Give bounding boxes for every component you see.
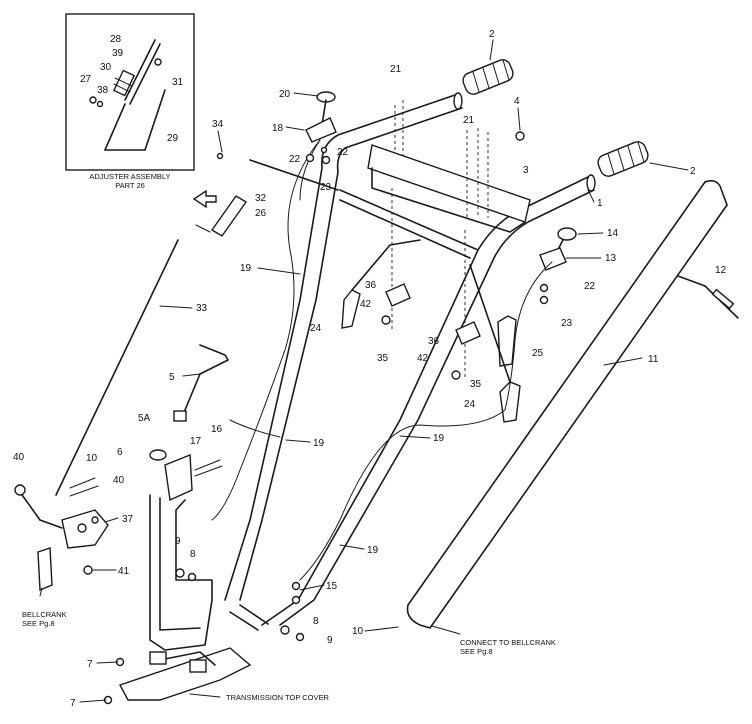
- callout-19a: 19: [240, 263, 252, 274]
- callout-8b: 8: [313, 616, 319, 627]
- callout-16: 16: [211, 424, 223, 435]
- transmission-top-cover: [118, 647, 252, 701]
- callout-30: 30: [100, 62, 112, 73]
- adjuster-assembly-inset: [65, 13, 195, 171]
- left-grip: [462, 59, 514, 95]
- callout-40b: 40: [113, 475, 125, 486]
- shift-rod: [55, 239, 179, 496]
- control-panel-bracket: [367, 144, 531, 223]
- callout-23a: 23: [320, 182, 332, 193]
- callout-1: 1: [597, 198, 603, 209]
- connect-bellcrank-note-line1: CONNECT TO BELLCRANK: [460, 638, 556, 647]
- right-grip: [597, 141, 649, 177]
- connect-bellcrank-note-line2: SEE Pg.8: [460, 647, 493, 656]
- control-cable-upper: [211, 139, 321, 521]
- callout-41: 41: [118, 566, 130, 577]
- shift-lever: [184, 344, 229, 411]
- callout-26: 26: [255, 208, 267, 219]
- callout-3: 3: [523, 165, 529, 176]
- transmission-cover-note: TRANSMISSION TOP COVER: [226, 693, 330, 702]
- callout-4: 4: [514, 96, 520, 107]
- callout-35a: 35: [377, 353, 389, 364]
- callout-35b: 35: [470, 379, 482, 390]
- callout-36b: 36: [428, 336, 440, 347]
- right-handle-tube: [261, 174, 596, 626]
- callout-29: 29: [167, 133, 179, 144]
- callout-10a: 10: [86, 453, 98, 464]
- callout-19c: 19: [433, 433, 445, 444]
- control-rod-11: [406, 179, 728, 629]
- inset-title-line1: ADJUSTER ASSEMBLY: [89, 172, 170, 181]
- callout-23b: 23: [561, 318, 573, 329]
- callout-22a: 22: [289, 154, 301, 165]
- callout-21b: 21: [463, 115, 475, 126]
- callout-15: 15: [326, 581, 338, 592]
- callout-37: 37: [122, 514, 134, 525]
- control-lever-left: [305, 91, 337, 143]
- support-frame: [149, 494, 213, 651]
- callout-24b: 24: [464, 399, 476, 410]
- callout-28: 28: [110, 34, 122, 45]
- callout-11: 11: [648, 354, 659, 365]
- callout-20: 20: [279, 89, 291, 100]
- callout-5: 5: [169, 372, 175, 383]
- callout-19b: 19: [313, 438, 325, 449]
- callout-40a: 40: [13, 452, 25, 463]
- callout-17: 17: [190, 436, 202, 447]
- callout-22b: 22: [337, 147, 349, 158]
- callout-7a: 7: [87, 659, 93, 670]
- callout-27: 27: [80, 74, 92, 85]
- callout-12: 12: [715, 265, 727, 276]
- control-cable-right: [299, 261, 553, 581]
- callout-22c: 22: [584, 281, 596, 292]
- bellcrank-note-line1: BELLCRANK: [22, 610, 67, 619]
- callout-9a: 9: [175, 536, 181, 547]
- callout-labels: 28 39 30 31 27 38 29 2 2 21 21 4 3 1 20 …: [13, 29, 727, 709]
- callout-10b: 10: [352, 626, 364, 637]
- callout-42b: 42: [417, 353, 429, 364]
- inset-title-line2: PART 26: [115, 181, 145, 190]
- callout-33: 33: [196, 303, 208, 314]
- callout-18: 18: [272, 123, 284, 134]
- control-lever-right: [539, 227, 577, 271]
- callout-24a: 24: [310, 323, 322, 334]
- clutch-lever-grip-right: [499, 381, 521, 423]
- callout-6: 6: [117, 447, 123, 458]
- callout-38: 38: [97, 85, 109, 96]
- callout-9b: 9: [327, 635, 333, 646]
- callout-42a: 42: [360, 299, 372, 310]
- callout-8a: 8: [190, 549, 196, 560]
- callout-36a: 36: [365, 280, 377, 291]
- callout-2a: 2: [489, 29, 495, 40]
- callout-2b: 2: [690, 166, 696, 177]
- callout-34: 34: [212, 119, 224, 130]
- bellcrank-note-line2: SEE Pg.8: [22, 619, 55, 628]
- callout-7b: 7: [70, 698, 76, 709]
- clutch-lever-grip-left: [341, 289, 361, 329]
- inset-pointer-arrow-icon: [192, 189, 217, 209]
- callout-25: 25: [532, 348, 544, 359]
- callout-39: 39: [112, 48, 124, 59]
- leader-lines: [39, 39, 689, 703]
- callout-19d: 19: [367, 545, 379, 556]
- clutch-lever-25: [497, 315, 517, 367]
- callout-32: 32: [255, 193, 267, 204]
- callout-5a: 5A: [138, 413, 151, 424]
- callout-13: 13: [605, 253, 617, 264]
- callout-21a: 21: [390, 64, 402, 75]
- callout-31: 31: [172, 77, 184, 88]
- callout-14: 14: [607, 228, 619, 239]
